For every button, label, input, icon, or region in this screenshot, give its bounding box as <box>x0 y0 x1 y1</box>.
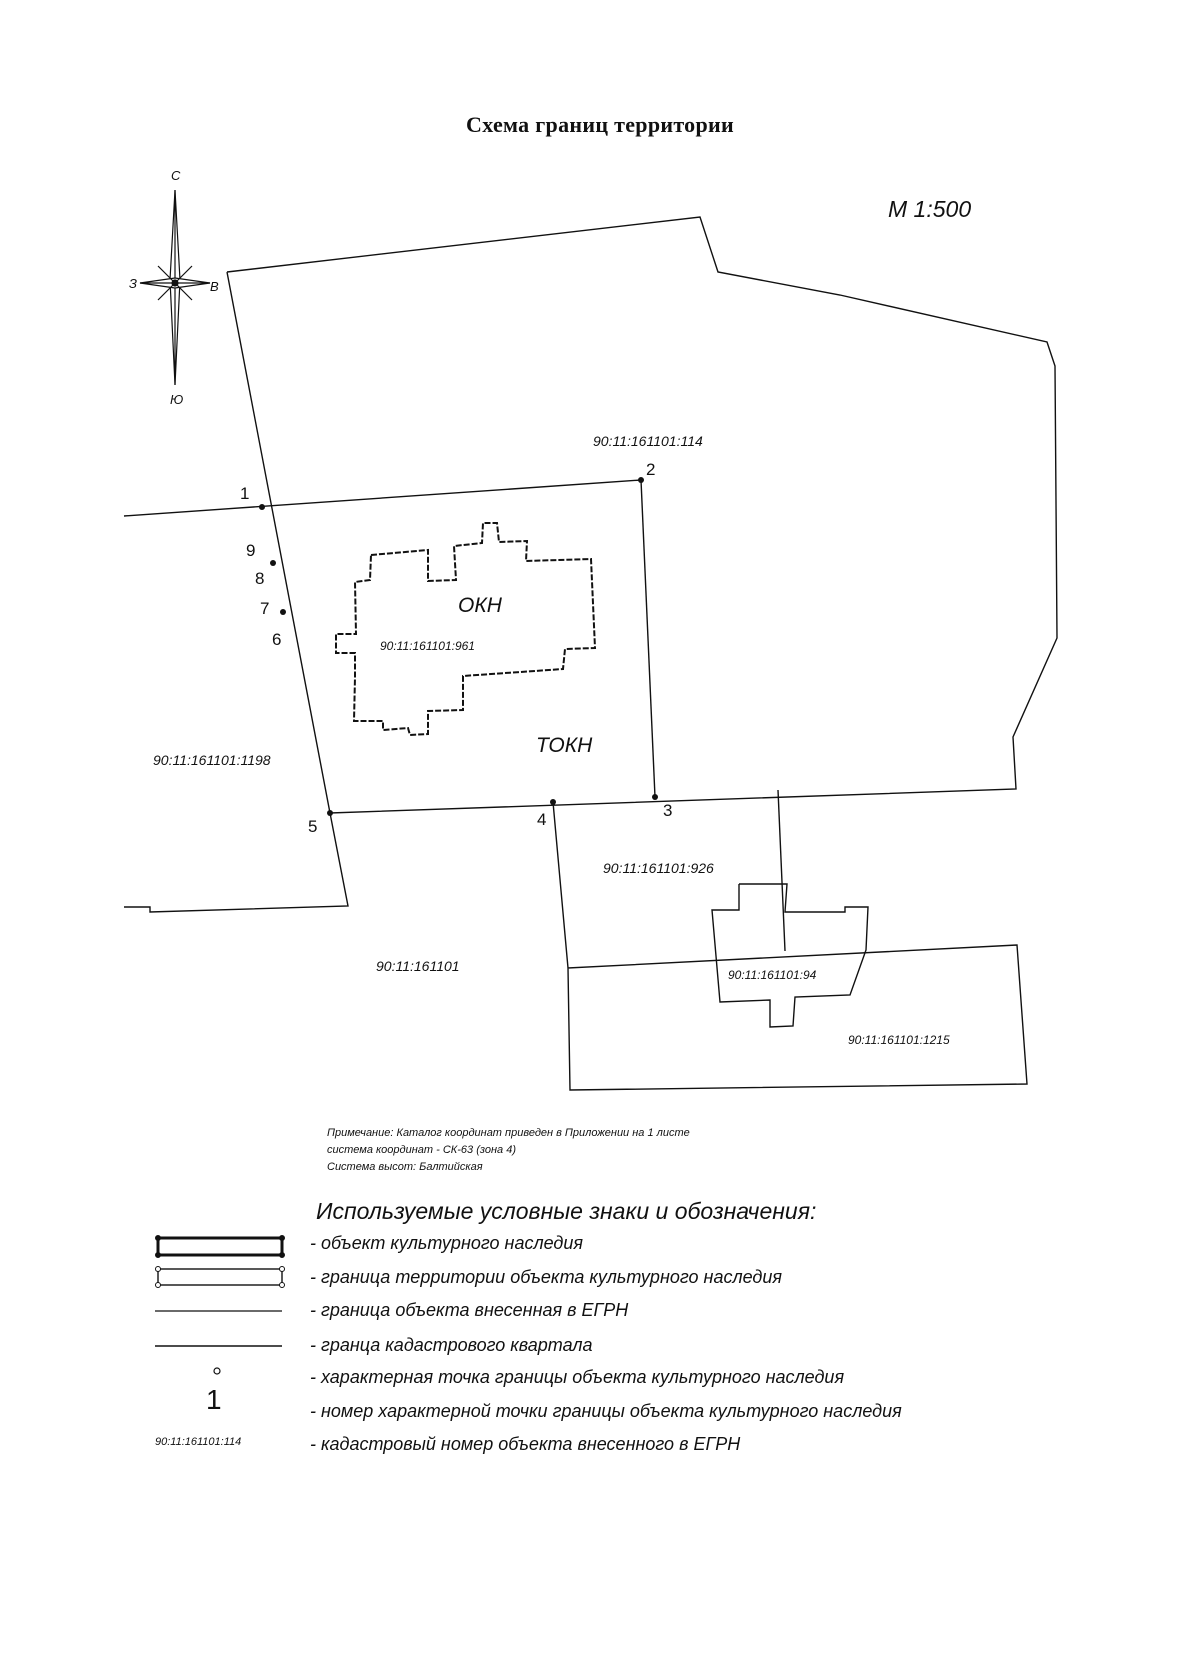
legend-item-egrn-boundary: - граница объекта внесенная в ЕГРН <box>310 1300 629 1320</box>
legend-sample-number: 1 <box>206 1384 222 1415</box>
legend-item-point-number: - номер характерной точки границы объект… <box>310 1401 902 1421</box>
compass-icon <box>139 189 211 386</box>
point-3-label: 3 <box>663 801 672 820</box>
point-5-label: 5 <box>308 817 317 836</box>
territory-boundary <box>640 479 656 798</box>
compass-west-label: З <box>129 276 137 291</box>
characteristic-points <box>259 477 658 816</box>
compass-north-label: С <box>171 168 181 183</box>
point-8-label: 8 <box>255 569 264 588</box>
parcel-1198-boundary <box>124 812 349 913</box>
legend-title: Используемые условные знаки и обозначени… <box>316 1198 817 1224</box>
legend-item-territory: - граница территории объекта культурного… <box>310 1267 782 1287</box>
legend-item-cadastral-number: - кадастровый номер объекта внесенного в… <box>310 1434 741 1454</box>
cadastral-label-quarter: 90:11:161101 <box>376 958 460 974</box>
okn-object-outline <box>335 522 597 737</box>
parcel-114-boundary <box>226 216 1058 814</box>
map-notes: Примечание: Каталог координат приведен в… <box>327 1125 690 1176</box>
okn-label: ОКН <box>458 594 503 617</box>
legend-item-characteristic-point: - характерная точка границы объекта куль… <box>310 1367 845 1387</box>
tokn-label: ТОКН <box>536 734 593 757</box>
legend-sample-cadastral: 90:11:161101:114 <box>155 1436 242 1448</box>
parcel-94-boundary <box>711 883 869 1028</box>
point-1-label: 1 <box>240 484 249 503</box>
legend-symbols <box>155 1235 285 1375</box>
legend-item-quarter-boundary: - гранца кадастрового квартала <box>310 1335 593 1355</box>
cadastral-label-1198: 90:11:161101:1198 <box>153 752 271 768</box>
page-title: Схема границ территории <box>466 112 734 137</box>
legend-item-object: - объект культурного наследия <box>310 1233 583 1253</box>
point-4-label: 4 <box>537 810 546 829</box>
point-9-label: 9 <box>246 541 255 560</box>
point-6-label: 6 <box>272 630 281 649</box>
point-2-label: 2 <box>646 460 655 479</box>
cadastral-label-94: 90:11:161101:94 <box>728 968 817 982</box>
parcel-926-right-line <box>777 789 786 952</box>
cadastral-label-961: 90:11:161101:961 <box>380 639 475 653</box>
compass-south-label: Ю <box>170 392 183 407</box>
note-line: Примечание: Каталог координат приведен в… <box>327 1127 690 1139</box>
note-line: Система высот: Балтийская <box>327 1161 483 1173</box>
compass-east-label: В <box>210 279 219 294</box>
note-line: система координат - СК-63 (зона 4) <box>327 1144 517 1156</box>
cadastral-label-114: 90:11:161101:114 <box>593 433 703 449</box>
cadastral-label-1215: 90:11:161101:1215 <box>848 1033 950 1047</box>
quarter-boundary-line <box>123 479 642 517</box>
parcel-926-boundary <box>552 801 1028 1091</box>
cadastral-label-926: 90:11:161101:926 <box>603 860 714 876</box>
point-7-label: 7 <box>260 599 269 618</box>
map-scale: М 1:500 <box>888 196 972 222</box>
